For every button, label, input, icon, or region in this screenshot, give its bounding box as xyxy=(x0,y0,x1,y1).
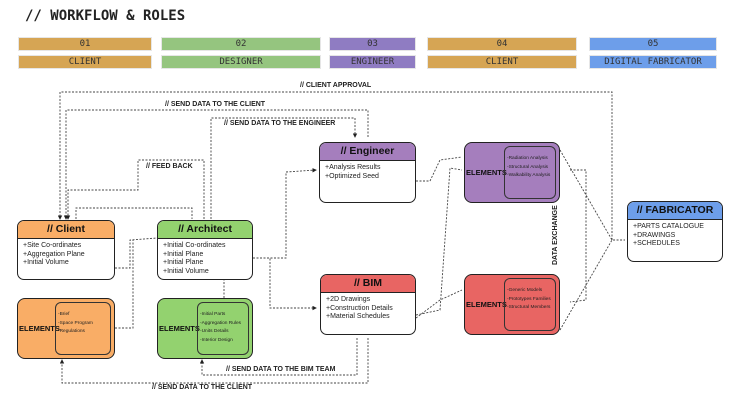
elements-label: ELEMENTS xyxy=(466,300,507,309)
client-elements-list: -Brief -Space Program -Regulations xyxy=(55,302,111,355)
bim-elements-list: -Generic Models -Prototypes Families -Stru… xyxy=(504,278,556,331)
fabricator-item: +PARTS CATALOGUE xyxy=(633,223,704,230)
role-num-2: 02 xyxy=(161,37,321,51)
send-bim-line xyxy=(199,338,358,376)
element-item: -Aggregation Rules xyxy=(200,320,242,326)
send-client-top-label: // SEND DATA TO THE CLIENT xyxy=(165,101,266,108)
architect-to-bim-line xyxy=(253,257,317,311)
engineer-item: +Analysis Results xyxy=(325,164,381,171)
feed-back-line xyxy=(65,159,205,220)
engineer-item: +Optimized Seed xyxy=(325,172,379,180)
engineer-elements-box: ELEMENTS -Radiation Analysis -Structural A… xyxy=(464,142,560,203)
role-name-3: ENGINEER xyxy=(329,55,416,69)
data-exchange-label: DATA EXCHANGE xyxy=(552,205,559,265)
engineer-title: // Engineer xyxy=(320,143,415,161)
data-exchange-line xyxy=(569,169,587,303)
architect-elements-box: ELEMENTS -Initial Parts -Aggregation Rules… xyxy=(157,298,253,359)
send-bim-label: // SEND DATA TO THE BIM TEAM xyxy=(226,366,336,373)
element-item: -Space Program xyxy=(58,320,93,326)
element-item: -Walkability Analysis xyxy=(507,173,551,178)
bim-title: // BIM xyxy=(321,275,415,293)
architect-item: +Initial Volume xyxy=(163,267,209,275)
client-item: +Aggregation Plane xyxy=(23,250,85,258)
send-engineer-line xyxy=(210,117,358,219)
bim-item: +Material Schedules xyxy=(326,313,390,320)
client-title: // Client xyxy=(18,221,114,239)
client-to-architect-line xyxy=(115,237,158,269)
element-item: -Structural Members xyxy=(507,305,551,310)
element-item: -Radiation Analysis xyxy=(507,156,548,161)
element-item: -Brief xyxy=(58,312,70,317)
send-client-top-line xyxy=(63,109,369,220)
send-client-bottom-label: // SEND DATA TO THE CLIENT xyxy=(152,384,253,391)
architect-title: // Architect xyxy=(158,221,252,239)
client-architect-line xyxy=(75,207,193,219)
bim-to-elements-line xyxy=(415,167,463,316)
elements-label: ELEMENTS xyxy=(466,168,507,177)
elements-label: ELEMENTS xyxy=(159,324,200,333)
engineer-box: // Engineer +Analysis Results+Optimized S… xyxy=(319,142,416,203)
architect-item: +Initial Co-ordinates xyxy=(163,242,226,249)
fabricator-box: // FABRICATOR +PARTS CATALOGUE+DRAWINGS+S… xyxy=(627,201,723,262)
bim-item: +2D Drawings xyxy=(326,296,371,303)
architect-box: // Architect+Initial Co-ordinates+Initia… xyxy=(157,220,253,280)
client-item: +Site Co-ordinates xyxy=(23,242,82,249)
architect-item: +Initial Plane xyxy=(163,259,204,266)
client-elements-line xyxy=(115,240,134,329)
element-item: -Structural Analysis xyxy=(507,164,549,170)
element-item: -Regulations xyxy=(58,329,85,334)
engineer-elements-list: -Radiation Analysis -Structural Analysis -… xyxy=(504,146,556,199)
role-num-5: 05 xyxy=(589,37,717,51)
architect-elements-list: -Initial Parts -Aggregation Rules -Units D… xyxy=(197,302,249,355)
bim-to-red-elements-line xyxy=(415,289,463,319)
bim-item: +Construction Details xyxy=(326,304,393,312)
role-name-5: DIGITAL FABRICATOR xyxy=(589,55,717,69)
purple-fab-line xyxy=(559,149,625,241)
send-client-bottom-line xyxy=(59,338,369,384)
engineer-to-elements-line xyxy=(416,156,463,182)
fabricator-title: // FABRICATOR xyxy=(628,202,722,220)
role-name-2: DESIGNER xyxy=(161,55,321,69)
element-item: -Generic Models xyxy=(507,288,543,293)
bim-elements-box: ELEMENTS -Generic Models -Prototypes Famil… xyxy=(464,274,560,335)
architect-item: +Initial Plane xyxy=(163,250,204,258)
feed-back-label: // FEED BACK xyxy=(146,163,193,170)
role-num-4: 04 xyxy=(427,37,577,51)
role-num-3: 03 xyxy=(329,37,416,51)
element-item: -Initial Parts xyxy=(200,312,226,317)
role-name-4: CLIENT xyxy=(427,55,577,69)
elements-label: ELEMENTS xyxy=(19,324,60,333)
client-approval-line xyxy=(57,91,613,240)
send-engineer-label: // SEND DATA TO THE ENGINEER xyxy=(224,120,336,127)
client-elements-box: ELEMENTS -Brief -Space Program -Regulations xyxy=(17,298,115,359)
fabricator-item: +DRAWINGS xyxy=(633,231,676,239)
element-item: -Units Details xyxy=(200,329,229,334)
page-title: // WORKFLOW & ROLES xyxy=(25,8,186,24)
role-num-1: 01 xyxy=(18,37,152,51)
element-item: -Interior Design xyxy=(200,337,233,343)
architect-to-engineer-line xyxy=(253,167,317,259)
role-name-1: CLIENT xyxy=(18,55,152,69)
fabricator-item: +SCHEDULES xyxy=(633,240,680,247)
client-box: // Client +Site Co-ordinates+Aggregation … xyxy=(17,220,115,280)
element-item: -Prototypes Families xyxy=(507,296,551,302)
client-item: +Initial Volume xyxy=(23,259,69,266)
client-approval-label: // CLIENT APPROVAL xyxy=(300,82,372,89)
bim-box: // BIM +2D Drawings+Construction Details+… xyxy=(320,274,416,335)
